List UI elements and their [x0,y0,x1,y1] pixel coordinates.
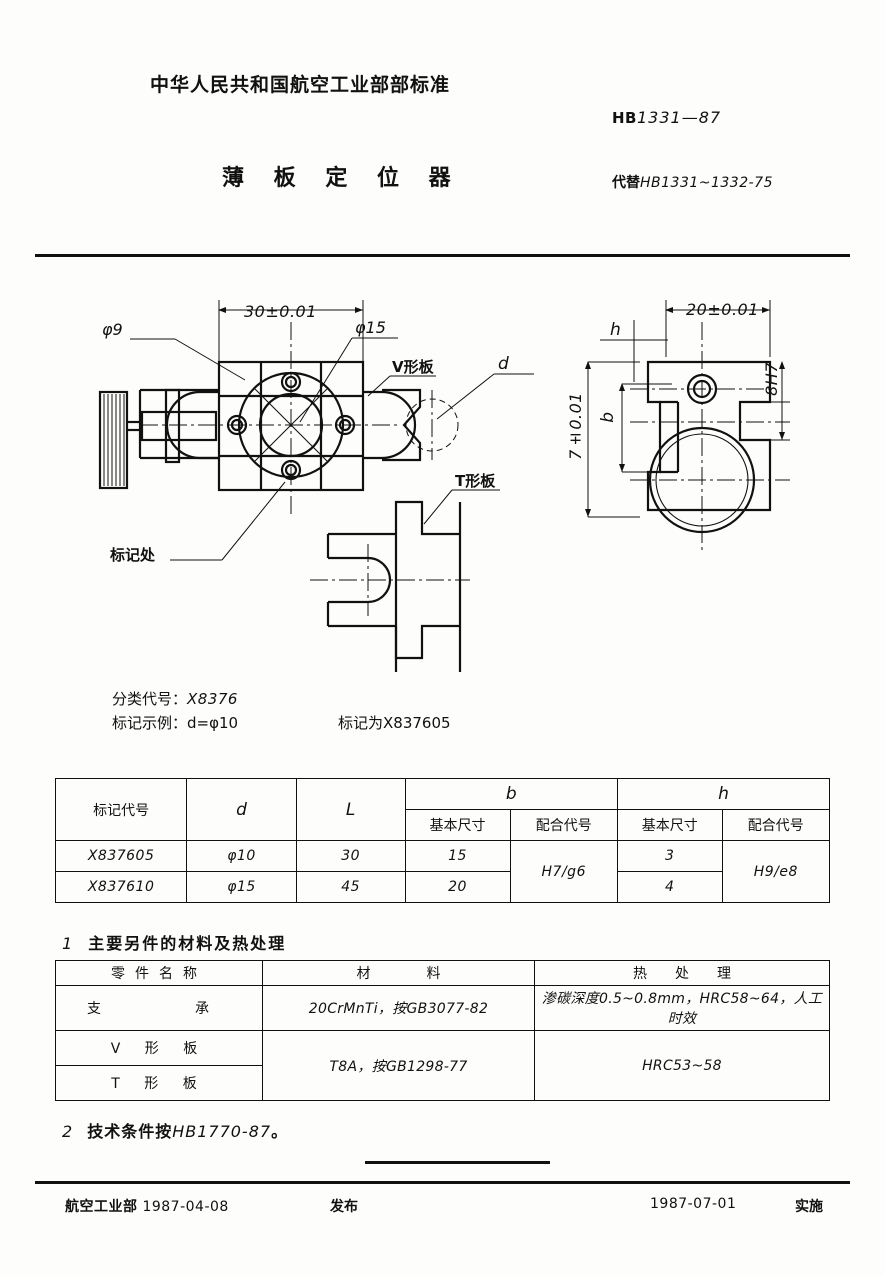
material-table: 零件名称 材 料 热 处 理 支 承 20CrMnTi，按GB3077-82 渗… [55,960,830,1101]
footer-issuer: 航空工业部 [65,1199,138,1215]
cell-h-fit: H9/e8 [721,840,831,903]
note2-period: 。 [271,1122,289,1141]
material-note-title: 主要另件的材料及热处理 [88,934,287,953]
material-note-number: 1 [62,934,75,953]
technical-drawing: .ln{stroke:#111;stroke-width:2.2;fill:no… [0,262,885,672]
standard-prefix: HB [612,109,637,127]
page-title: 薄 板 定 位 器 [222,166,462,191]
h-label: h [610,320,621,340]
ministry-line: 中华人民共和国航空工业部部标准 [150,74,451,96]
marking-as-value: X837605 [383,714,451,732]
table-row: X837605 φ10 30 15 H7/g6 3 H9/e8 [54,840,831,903]
cell-material: T8A，按GB1298-77 [262,1030,535,1101]
cell-L: 45 [295,871,406,903]
dim-20-label: 20±0.01 [686,300,759,319]
marking-example-label: 标记示例： [112,714,188,732]
note2-number: 2 [62,1122,74,1141]
side-view [585,300,790,552]
header-d: d [186,778,297,841]
note2-text: 技术条件按 [87,1122,173,1141]
replaces-value: HB1331~1332-75 [640,175,773,191]
footer-publish-label: 发布 [330,1199,358,1215]
classification-code-value: X8376 [187,690,238,708]
standard-number: HB1331—87 [612,108,721,127]
header-h-fit: 配合代号 [721,809,831,841]
cell-b-basic: 15 [404,840,511,872]
b-label: b [598,412,618,423]
d-label: d [498,354,509,374]
classification-code-label: 分类代号： [112,690,188,708]
table-subheader-row: 基本尺寸 配合代号 基本尺寸 配合代号 [56,809,831,841]
marking-example: 标记示例：d=φ10 [112,712,238,733]
marking-as-label: 标记为 [338,714,384,732]
t-plate-label: T形板 [455,472,496,490]
section-divider [365,1161,550,1164]
header-heat-treatment: 热 处 理 [534,960,830,986]
header-h-basic: 基本尺寸 [616,809,723,841]
dim-7-label: 7±0.01 [566,392,585,460]
header-b-basic: 基本尺寸 [404,809,511,841]
table-row: V 形 板 T8A，按GB1298-77 HRC53~58 [55,1030,830,1101]
footer-effective-label: 实施 [795,1199,823,1215]
table-row: T 形 板 [55,1065,830,1101]
cell-material: 20CrMnTi，按GB3077-82 [262,985,535,1031]
cell-mark-code: X837610 [54,871,188,903]
table-header-row: 零件名称 材 料 热 处 理 [55,960,830,986]
label-phi15 [299,337,398,423]
cell-part-name: V 形 板 [55,1030,263,1066]
label-phi9 [130,338,246,381]
page-footer: 航空工业部 1987-04-08 发布 1987-07-01 实施 [0,1196,885,1220]
cell-heat-treatment: 渗碳深度0.5~0.8mm，HRC58~64，人工时效 [534,985,830,1031]
table-header-row: 标记代号 d L b h [54,778,831,841]
phi15-label: φ15 [355,318,386,337]
classification-code: 分类代号：X8376 [112,686,238,712]
replaces-label: 代替 [612,175,640,191]
header-L: L [295,778,406,841]
t-plate-detail [310,489,500,672]
specification-table: 标记代号 d L b h 基本尺寸 配合代号 基本尺寸 配合代号 X837605… [54,778,831,903]
cell-h-basic: 4 [616,871,723,903]
header-mark-code: 标记代号 [54,778,188,841]
footer-effective-date: 1987-07-01 [650,1196,737,1212]
cell-part-name: 支 承 [55,985,263,1031]
technical-conditions-note: 2 技术条件按HB1770-87。 [62,1118,288,1142]
v-plate-label: V形板 [392,358,434,376]
cell-mark-code: X837605 [54,840,188,872]
standard-number-value: 1331—87 [637,108,722,127]
header-b: b [404,778,618,810]
cell-d: φ10 [186,840,297,872]
cell-d: φ15 [186,871,297,903]
mark-location-label: 标记处 [110,546,156,564]
footer-divider [35,1181,850,1184]
header-h: h [616,778,831,810]
label-vplate [367,375,436,397]
note2-value: HB1770-87 [172,1122,272,1141]
header-divider [35,254,850,257]
cell-b-fit: H7/g6 [509,840,618,903]
cell-heat-treatment: HRC53~58 [534,1030,830,1101]
table-row: 支 承 20CrMnTi，按GB3077-82 渗碳深度0.5~0.8mm，HR… [55,985,830,1031]
phi9-label: φ9 [102,320,123,339]
marking-example-value: d=φ10 [187,714,239,732]
header-part-name: 零件名称 [55,960,263,986]
material-section-heading: 1 主要另件的材料及热处理 [62,930,286,954]
table-row: X837610 φ15 45 20 4 [54,871,830,903]
dim-30-label: 30±0.01 [244,302,317,321]
replaces-line: 代替HB1331~1332-75 [612,172,773,192]
cell-b-basic: 20 [404,871,511,903]
dim-8h7-label: 8H7 [762,362,781,396]
cell-L: 30 [295,840,406,872]
cell-part-name: T 形 板 [55,1065,263,1101]
header-material: 材 料 [262,960,535,986]
footer-issuer-block: 航空工业部 1987-04-08 [65,1196,229,1216]
header-b-fit: 配合代号 [509,809,618,841]
cell-h-basic: 3 [616,840,723,872]
label-d-leader [436,373,534,420]
marking-as: 标记为X837605 [338,712,451,733]
footer-issue-date: 1987-04-08 [142,1199,229,1215]
label-mark-leader [170,481,286,561]
